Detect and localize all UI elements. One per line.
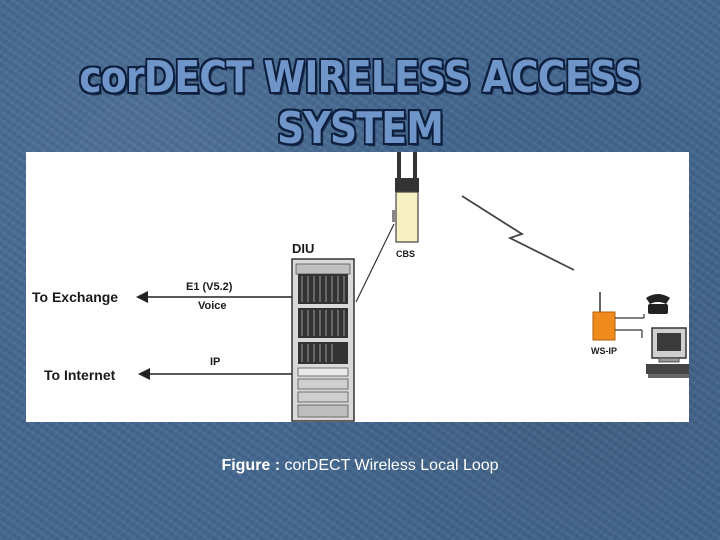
- lightning-link-icon: [461, 195, 575, 271]
- label-ws-ip: WS-IP: [591, 346, 617, 356]
- arrow-left-icon: [136, 291, 148, 303]
- antenna-icon: [392, 152, 419, 243]
- label-cbs: CBS: [396, 249, 416, 259]
- label-diu: DIU: [292, 241, 315, 256]
- rack-icon: [291, 258, 355, 422]
- computer-icon: [646, 327, 689, 378]
- internet-link: [138, 368, 294, 380]
- slide-title: corDECT WIRELESS ACCESS SYSTEM: [79, 52, 641, 154]
- label-to-internet: To Internet: [44, 367, 116, 383]
- ws-ip-unit: [592, 292, 645, 341]
- diagram-panel: To Exchange E1 (V5.2) Voice To Internet …: [26, 152, 689, 422]
- caption-text: corDECT Wireless Local Loop: [280, 457, 499, 474]
- diagram-drawing: [136, 152, 689, 422]
- telephone-icon: [646, 294, 670, 314]
- caption-prefix: Figure :: [221, 457, 281, 474]
- label-to-exchange: To Exchange: [32, 289, 119, 305]
- label-ip: IP: [210, 356, 221, 368]
- exchange-link: [136, 291, 294, 303]
- label-voice: Voice: [198, 300, 227, 312]
- arrow-left-icon: [138, 368, 150, 380]
- figure-caption: Figure : corDECT Wireless Local Loop: [0, 457, 720, 475]
- label-e1: E1 (V5.2): [186, 281, 233, 293]
- diu-cbs-link: [355, 223, 395, 303]
